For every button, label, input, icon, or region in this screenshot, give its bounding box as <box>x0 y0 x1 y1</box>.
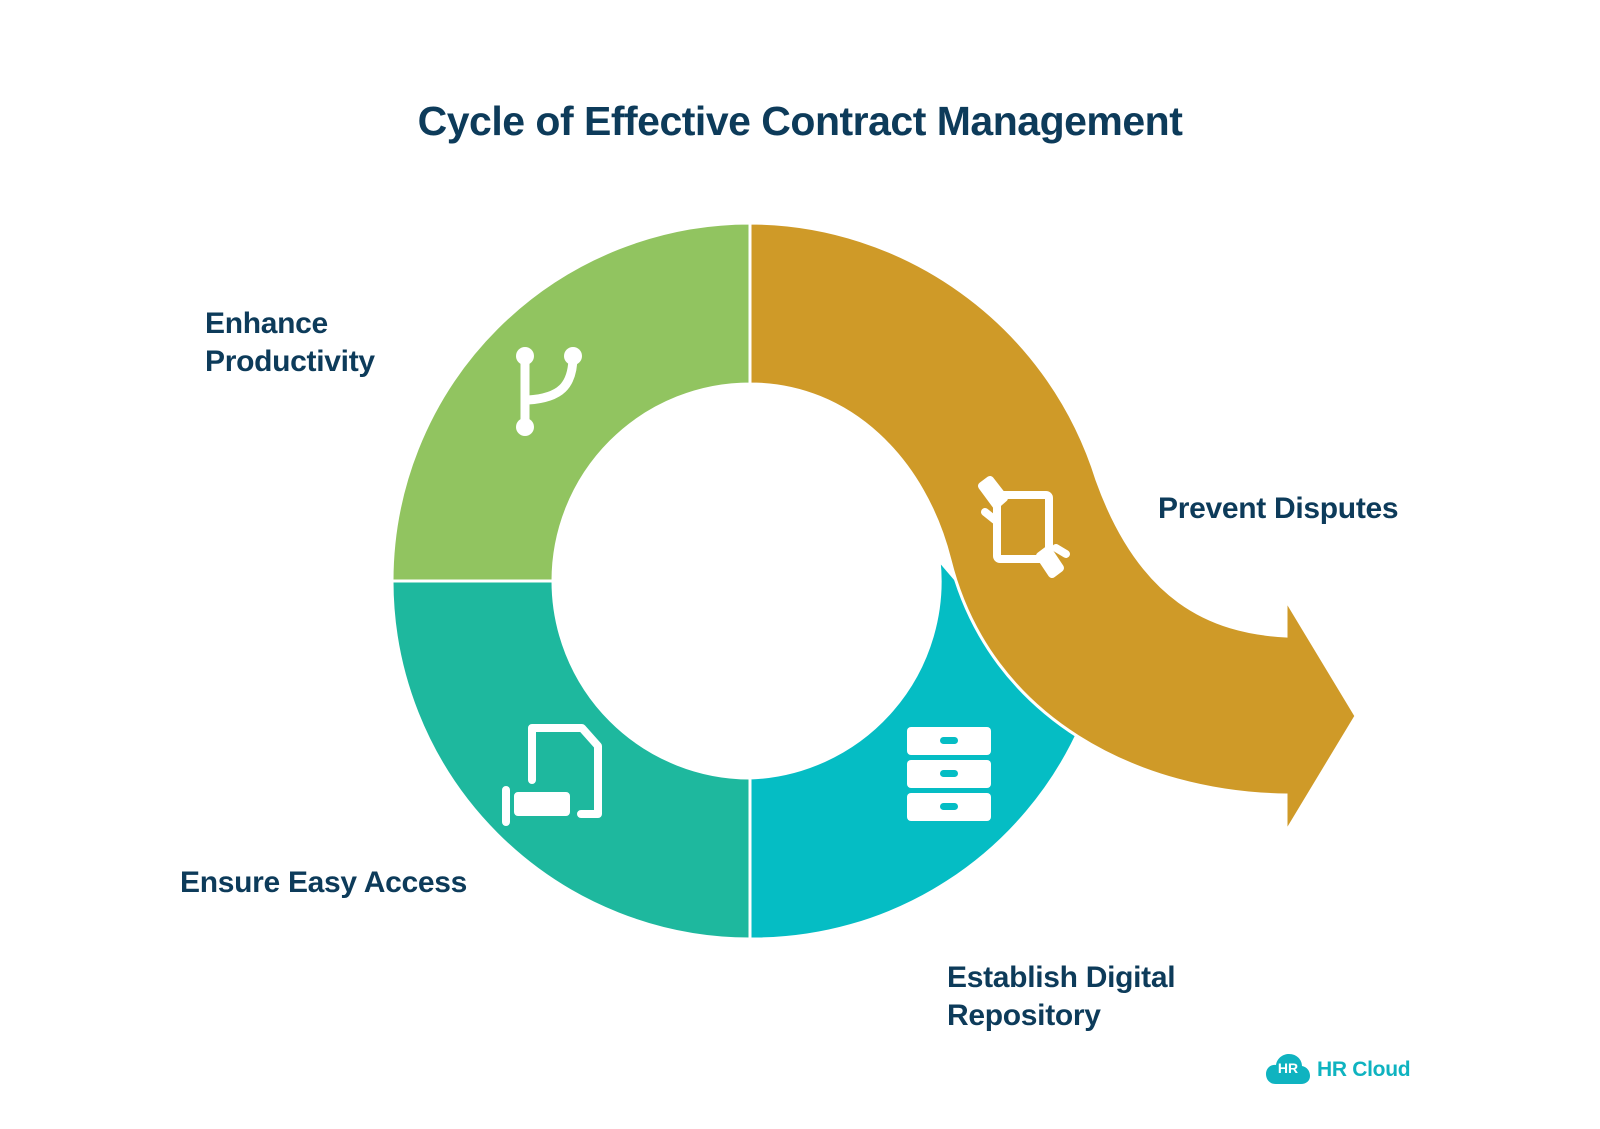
exchange-hands-icon <box>978 476 1070 578</box>
step-label-establish-digital-repository: Establish Digital Repository <box>947 961 1176 1032</box>
diagram-title: Cycle of Effective Contract Management <box>417 98 1183 144</box>
segment-enhance-productivity <box>390 221 752 583</box>
brand-logo: HR HR Cloud <box>1266 1052 1416 1088</box>
step-label-enhance-productivity: Enhance Productivity <box>205 307 375 378</box>
step-label-prevent-disputes: Prevent Disputes <box>1158 492 1399 525</box>
brand-name: HR Cloud <box>1317 1058 1411 1081</box>
document-hand-icon <box>502 724 602 826</box>
file-cabinet-icon <box>907 727 991 821</box>
step-label-ensure-easy-access: Ensure Easy Access <box>180 866 468 899</box>
cloud-icon: HR <box>1266 1052 1310 1086</box>
branch-fork-icon <box>516 347 582 436</box>
segment-ensure-easy-access <box>390 579 752 941</box>
